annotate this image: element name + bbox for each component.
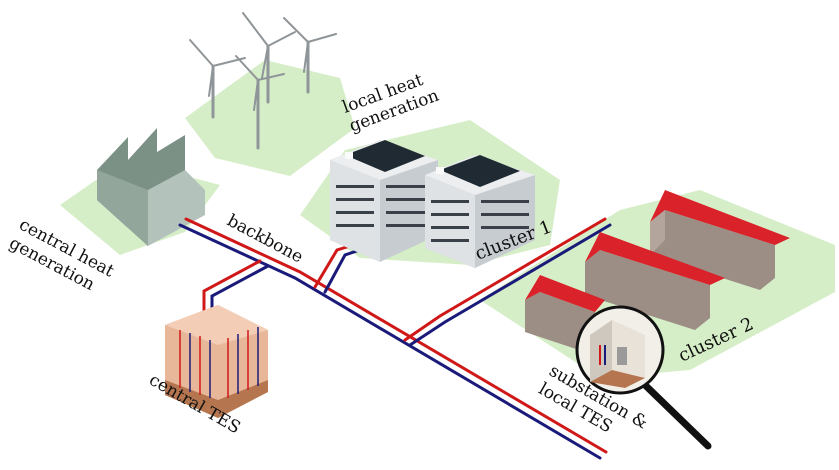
- cluster2-supply-pipe: [403, 217, 607, 342]
- wind-farm-ground: [185, 60, 355, 176]
- thermal-storage-icon: [165, 305, 268, 418]
- wind-turbine-icon: [283, 17, 337, 94]
- wind-turbines: [189, 12, 337, 150]
- backbone-supply-pipe: [184, 217, 608, 454]
- apartment-building-icon: [425, 155, 535, 268]
- label-backbone: backbone: [224, 211, 307, 268]
- solar-panel-icon: [440, 155, 520, 187]
- terraced-house-icon: [585, 232, 725, 330]
- terraced-house-icon: [650, 190, 790, 290]
- wind-turbine-icon: [242, 12, 296, 104]
- solar-panel-icon: [345, 140, 425, 172]
- apartment-building-icon: [330, 140, 438, 262]
- magnifier-icon: [575, 305, 712, 450]
- substation-unit: [617, 347, 627, 365]
- cluster2-return-pipe: [408, 223, 612, 347]
- label-local-heat-generation: local heat generation: [340, 67, 442, 137]
- wind-turbine-icon: [235, 55, 285, 150]
- tes-supply-pipe: [202, 259, 262, 320]
- backbone-return-pipe: [178, 223, 602, 460]
- pipe-network: [178, 217, 612, 460]
- factory-icon: [97, 128, 205, 246]
